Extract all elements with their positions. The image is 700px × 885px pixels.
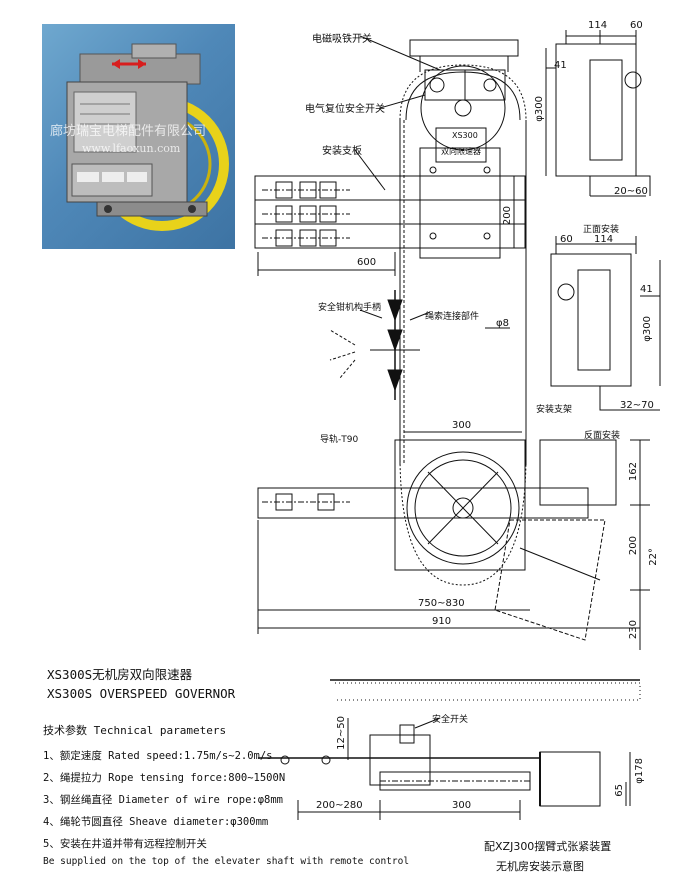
label-safety-switch: 安全开关 <box>432 715 469 725</box>
param-item: 5、安装在井道并带有远程控制开关 <box>43 838 207 850</box>
dim-22deg: 22° <box>648 548 659 566</box>
dim-200-plate: 200 <box>502 206 513 226</box>
dim-600: 600 <box>357 257 377 268</box>
dim-910: 910 <box>432 616 452 627</box>
dim-162: 162 <box>628 462 639 482</box>
dim-114-mid: 114 <box>594 234 614 245</box>
label-front-install: 正面安装 <box>583 225 620 235</box>
label-governor-model: XS300 <box>452 131 478 140</box>
watermark-url: www.lfaoxun.com <box>82 142 181 155</box>
rope-lines <box>399 120 527 465</box>
governor-top-view <box>254 35 527 586</box>
pit-floor <box>330 679 641 701</box>
label-mount-bracket: 安装支架 <box>536 405 573 415</box>
dim-65: 65 <box>614 784 625 797</box>
dim-60-top: 60 <box>630 20 643 31</box>
label-electromagnet-switch: 电磁吸铁开关 <box>312 34 372 45</box>
params-footer: Be supplied on the top of the elevater s… <box>43 856 410 867</box>
bottom-plan-view <box>258 717 631 820</box>
dim-41-top: 41 <box>554 60 567 71</box>
label-guide-rail: 导轨-T90 <box>320 435 359 445</box>
governor-photo-illustration <box>66 43 229 231</box>
dim-300-bottom: 300 <box>452 800 472 811</box>
caption-install-diagram: 无机房安装示意图 <box>496 860 584 873</box>
dim-300-top: φ300 <box>534 96 545 122</box>
title-cn: XS300S无机房双向限速器 <box>47 667 193 682</box>
dim-60-mid: 60 <box>560 234 573 245</box>
dim-300-sheave: 300 <box>452 420 472 431</box>
dim-12-50: 12~50 <box>336 716 347 750</box>
label-reverse-install: 反面安装 <box>584 431 621 441</box>
param-item: 3、钢丝绳直径 Diameter of wire rope:φ8mm <box>43 794 284 806</box>
dim-200-right: 200 <box>628 536 639 556</box>
dim-41-mid: 41 <box>640 284 653 295</box>
label-safety-lever: 安全钳机构手柄 <box>318 303 382 313</box>
watermark-company: 廊坊瑞宝电梯配件有限公司 <box>50 124 207 139</box>
tension-sheave <box>257 431 650 650</box>
side-view-reverse <box>550 236 661 411</box>
param-item: 4、绳轮节圆直径 Sheave diameter:φ300mm <box>43 816 269 828</box>
params-heading: 技术参数 Technical parameters <box>43 724 227 737</box>
dim-750-830: 750~830 <box>418 598 465 609</box>
dim-8: φ8 <box>496 318 509 329</box>
label-reset-switch: 电气复位安全开关 <box>305 104 385 115</box>
title-en: XS300S OVERSPEED GOVERNOR <box>47 686 236 701</box>
dim-300-mid: φ300 <box>642 316 653 342</box>
safety-linkage <box>329 290 510 400</box>
label-governor-name: 双向限速器 <box>441 147 481 156</box>
product-photo: 廊坊瑞宝电梯配件有限公司 www.lfaoxun.com <box>42 24 235 249</box>
caption-tensioner: 配XZJ300摆臂式张紧装置 <box>484 840 612 853</box>
param-item: 2、绳提拉力 Rope tensing force:800~1500N <box>43 772 286 784</box>
dim-20-60: 20~60 <box>614 186 648 197</box>
param-item: 1、额定速度 Rated speed:1.75m/s~2.0m/s <box>43 750 273 762</box>
dim-200-280: 200~280 <box>316 800 363 811</box>
label-rope-connector: 绳索连接部件 <box>425 312 480 322</box>
side-view-front <box>545 30 651 197</box>
dim-32-70: 32~70 <box>620 400 654 411</box>
dim-230: 230 <box>628 620 639 640</box>
label-mount-plate: 安装支板 <box>322 146 362 157</box>
dim-178: φ178 <box>634 758 645 784</box>
dim-114-top: 114 <box>588 20 608 31</box>
